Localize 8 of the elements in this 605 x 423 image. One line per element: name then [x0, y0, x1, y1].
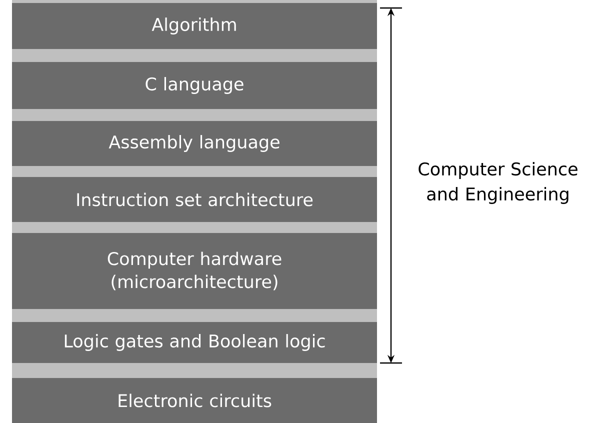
layer-box: Computer hardware (microarchitecture): [12, 233, 377, 309]
layer-box: Logic gates and Boolean logic: [12, 322, 377, 363]
layer-box: Instruction set architecture: [12, 177, 377, 222]
dimension-label: Computer Science and Engineering: [418, 162, 578, 204]
layer-box: C language: [12, 62, 377, 109]
layer-box: Electronic circuits: [12, 378, 377, 423]
layer-box: Assembly language: [12, 121, 377, 166]
layer-box: Algorithm: [12, 3, 377, 49]
